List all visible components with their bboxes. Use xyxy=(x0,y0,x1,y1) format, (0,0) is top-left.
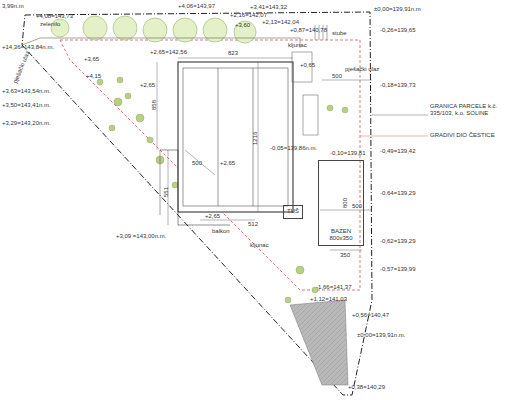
elevation-label: +1,12=141,03 xyxy=(310,296,347,303)
elevation-label: +2,65 xyxy=(205,213,220,220)
elevation-label: +4,08=143,73 xyxy=(36,13,73,20)
elevation-label: +4,06=143,97 xyxy=(178,3,215,10)
elevation-label: kljunac xyxy=(250,242,269,249)
elevation-label: 800 xyxy=(342,198,349,208)
elevation-label: +0,87=140,78 xyxy=(290,27,327,34)
elevation-label: zelenilo xyxy=(40,21,60,28)
elevation-label: +2,65=142,56 xyxy=(150,49,187,56)
shower-box: TUŠ xyxy=(283,205,303,219)
elevation-label: 500 xyxy=(332,73,342,80)
elevation-label: +0,38=140,29 xyxy=(348,384,385,391)
elevation-label: -1,66=141,37 xyxy=(316,284,352,291)
elevation-label: 3,99n.m xyxy=(2,3,24,10)
elevation-label: -0,57=139,99 xyxy=(380,266,416,273)
elevation-label: 551 xyxy=(163,187,170,197)
elevation-label: +4,15 xyxy=(86,73,101,80)
elevation-label: +2,16=142,07 xyxy=(230,12,267,19)
elevation-label: kljunac xyxy=(288,42,307,49)
elevation-label: -0,49=139,42 xyxy=(380,148,416,155)
elevation-label: balkon xyxy=(212,228,230,235)
elevation-label: -0,18=139,73 xyxy=(380,82,416,89)
elevation-label: stube xyxy=(332,30,347,37)
pool-box: BAZEN 800x350 xyxy=(318,160,364,246)
elevation-label: +2,65 xyxy=(140,82,155,89)
elevation-label: +0,56=140,47 xyxy=(352,312,389,319)
elevation-label: 500 xyxy=(192,160,202,167)
node-text: TUŠ xyxy=(284,206,302,215)
elevation-label: 858 xyxy=(151,100,158,110)
elevation-label: pješački ulaz xyxy=(345,66,379,73)
elevation-label: -0,62=139,29 xyxy=(380,238,416,245)
elevation-label: +14,36=143,84n.m. xyxy=(2,44,54,51)
elevation-label: 500 xyxy=(352,203,362,210)
elevation-label: +3,60 xyxy=(235,22,250,29)
node-text: BAZEN 800x350 xyxy=(319,228,363,245)
elevation-label: +3,50=143,41n.m. xyxy=(2,102,51,109)
elevation-label: +3,65 xyxy=(84,56,99,63)
elevation-label: ±0,00=139,91n.m. xyxy=(357,332,406,339)
elevation-label: 350 xyxy=(340,252,350,259)
elevation-label: 512 xyxy=(248,221,258,228)
elevation-label: +3,29=143,20n.m. xyxy=(2,120,51,127)
elevation-label: -0,05=139,86n.m. xyxy=(270,145,317,152)
elevation-label: -0,26=139,65 xyxy=(380,27,416,34)
elevation-label: GRANICA PARCELE k.č. 335/103, k.o. SOLIN… xyxy=(430,103,508,117)
elevation-label: ±0,00=139,91n.m xyxy=(374,6,421,13)
elevation-label: 823 xyxy=(228,50,238,57)
elevation-label: +0,65 xyxy=(300,62,315,69)
elevation-label: -0,10=139,81 xyxy=(330,150,366,157)
elevation-label: +3,63=143,54n.m. xyxy=(2,88,51,95)
elevation-label: +3,09 =143,00n.m. xyxy=(116,233,166,240)
elevation-label: -0,64=139,29 xyxy=(380,190,416,197)
elevation-label: pješački ulaz xyxy=(12,50,31,84)
elevation-label: +2,13=142,04 xyxy=(262,19,299,26)
elevation-label: 1216 xyxy=(252,132,259,145)
elevation-label: +2,65 xyxy=(220,160,235,167)
elevation-label: GRADIVI DIO ČESTICE xyxy=(430,132,495,139)
elevation-label: +3,41=143,32 xyxy=(250,4,287,11)
